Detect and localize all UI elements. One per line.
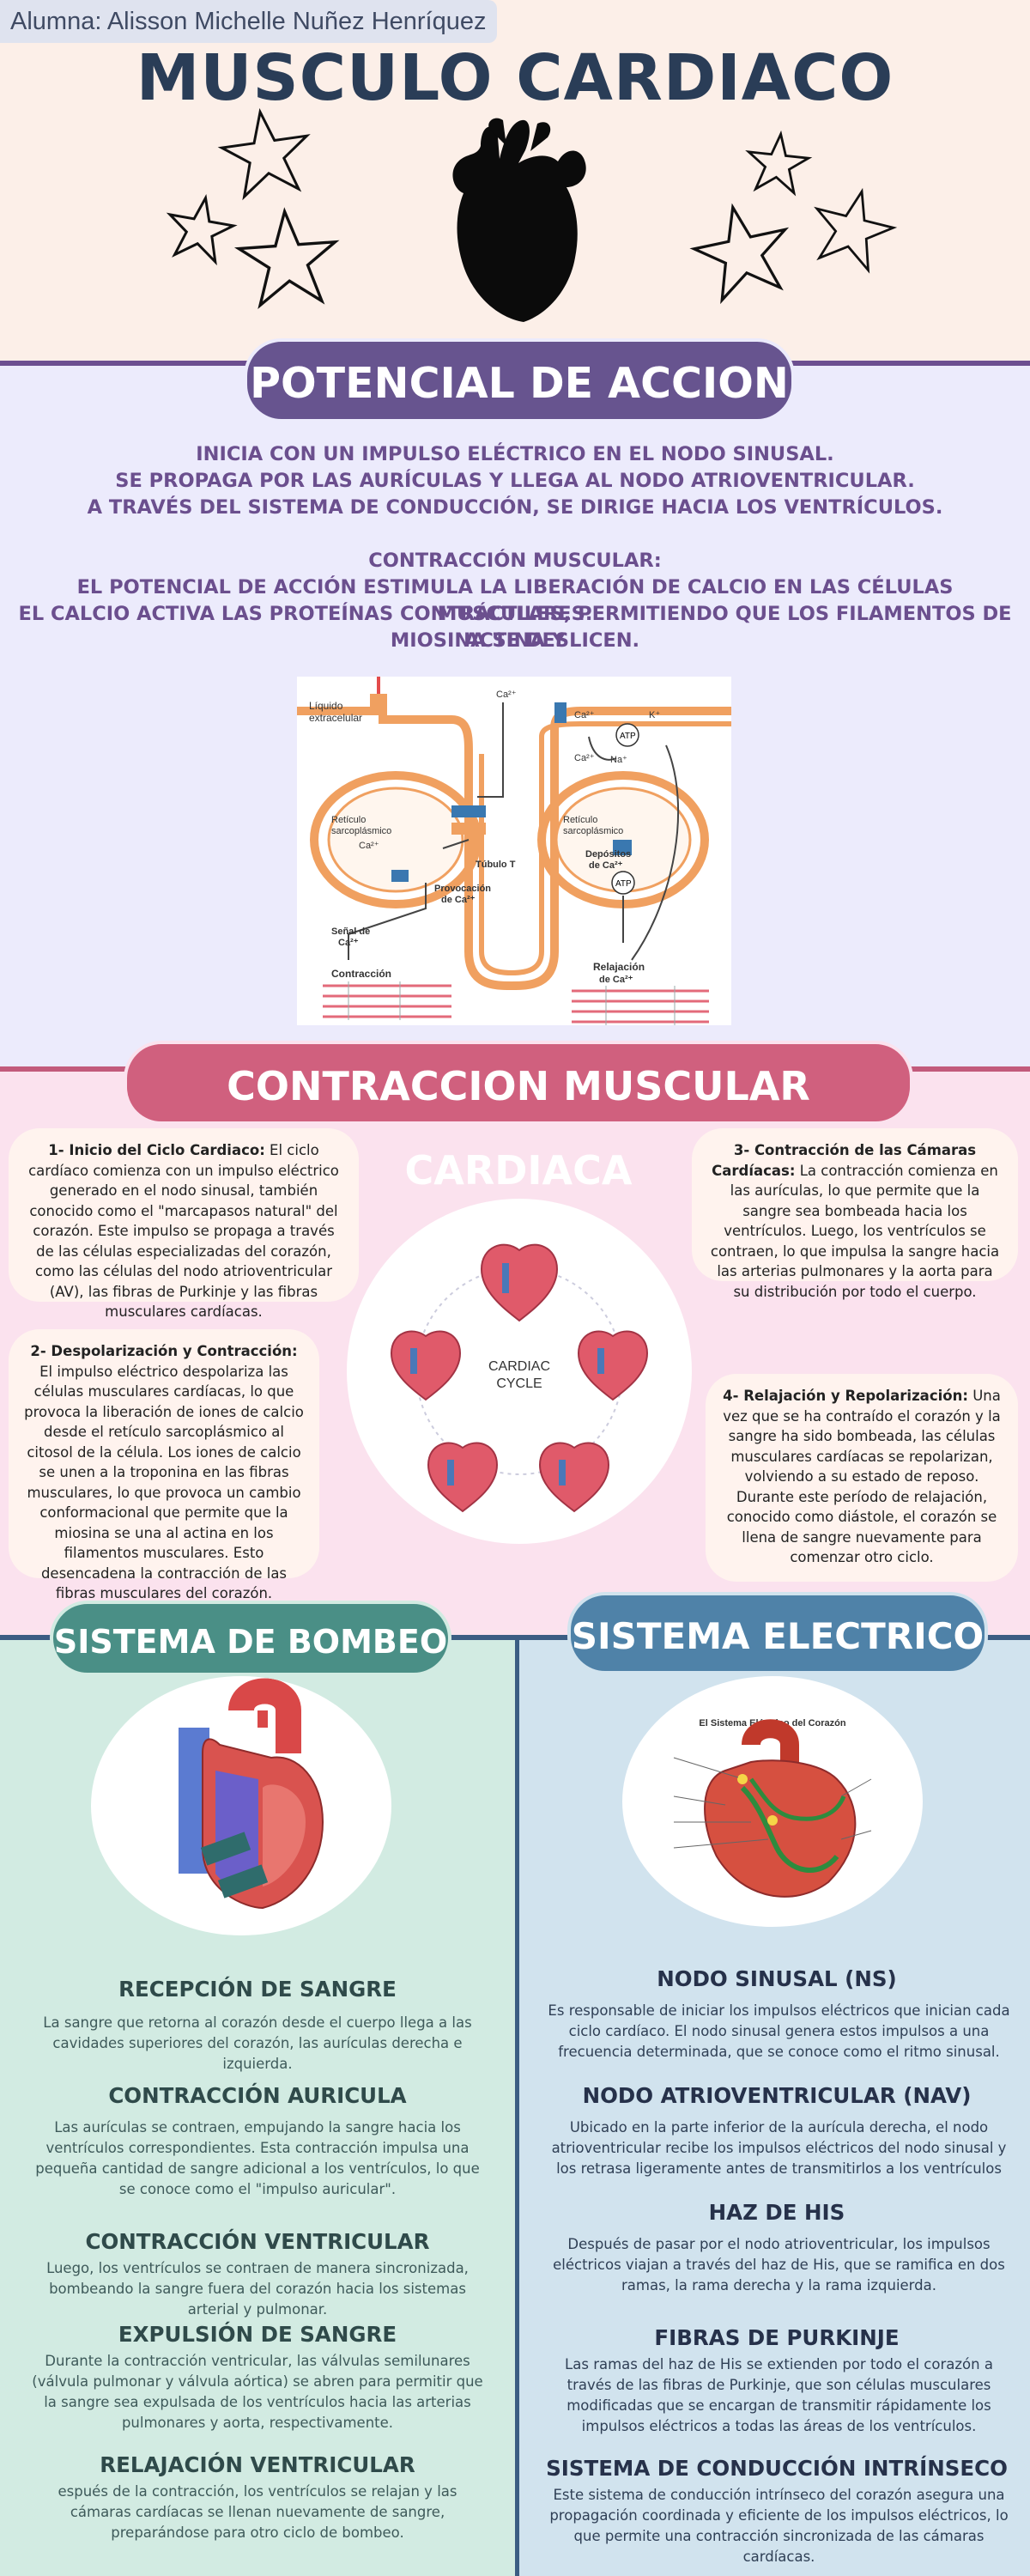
electrico-heading-4: FIBRAS DE PURKINJE (654, 2325, 900, 2350)
svg-text:sarcoplásmico: sarcoplásmico (563, 826, 623, 836)
star-outline-icon (166, 194, 238, 266)
accion-line-1: INICIA CON UN IMPULSO ELÉCTRICO EN EL NO… (196, 443, 834, 465)
heart-anatomy-image (91, 1676, 391, 1935)
page-title: MUSCULO CARDIACO (136, 41, 894, 115)
bombeo-heading-5: RELAJACIÓN VENTRICULAR (100, 2452, 415, 2477)
cycle-label-2: CYCLE (496, 1376, 542, 1391)
electrico-text-3: Después de pasar por el nodo atrioventri… (553, 2236, 1005, 2293)
svg-text:ATP: ATP (615, 879, 632, 889)
card-text: La contracción comienza en las aurículas… (710, 1162, 1000, 1300)
section-bombeo: SISTEMA DE BOMBEO RECEPCIÓN DE SANGRE La… (0, 1601, 515, 2576)
svg-text:Retículo: Retículo (331, 815, 366, 825)
header: Alumna: Alisson Michelle Nuñez Henríquez… (0, 0, 1030, 361)
bombeo-text-2: Las aurículas se contraen, empujando la … (35, 2119, 480, 2197)
svg-text:Señal de: Señal de (331, 927, 370, 937)
cardiac-cycle-diagram: CARDIAC CYCLE (347, 1199, 692, 1544)
electrico-text-1: Es responsable de iniciar los impulsos e… (548, 2002, 1010, 2060)
svg-text:de Ca²⁺: de Ca²⁺ (599, 975, 633, 985)
electrico-heading-3: HAZ DE HIS (708, 2200, 845, 2225)
star-outline-icon (689, 203, 790, 305)
bombeo-text-3: Luego, los ventrículos se contraen de ma… (46, 2260, 469, 2318)
electrico-text-2: Ubicado en la parte inferior de la auríc… (551, 2119, 1007, 2177)
bombeo-heading-3: CONTRACCIÓN VENTRICULAR (85, 2229, 430, 2254)
svg-text:Provocación: Provocación (434, 884, 491, 894)
calcium-cycle-diagram: ATP ATP Líquido extracelular Ca²⁺ Ca²⁺ K… (297, 677, 731, 1025)
cycle-card-1: 1- Inicio del Ciclo Cardiaco: El ciclo c… (9, 1128, 359, 1320)
svg-text:de Ca²⁺: de Ca²⁺ (589, 860, 623, 871)
cycle-card-3: 3- Contracción de las Cámaras Cardíacas:… (692, 1128, 1018, 1300)
svg-text:Ca²⁺: Ca²⁺ (574, 710, 595, 720)
electrico-heading-5: SISTEMA DE CONDUCCIÓN INTRÍNSECO (546, 2456, 1008, 2481)
bombeo-text-1: La sangre que retorna al corazón desde e… (43, 2014, 472, 2072)
bombeo-heading-2: CONTRACCIÓN AURICULA (108, 2083, 407, 2108)
section-contraccion: CONTRACCION MUSCULAR CARDIACA 1- Inicio … (0, 1041, 1030, 1635)
star-outline-icon (233, 207, 340, 310)
accion-line-3: A TRAVÉS DEL SISTEMA DE CONDUCCIÓN, SE D… (87, 496, 943, 519)
star-outline-icon (814, 187, 898, 274)
electrico-text-5: Este sistema de conducción intrínseco de… (549, 2487, 1009, 2565)
svg-text:sarcoplásmico: sarcoplásmico (331, 826, 391, 836)
heart-stage-icon (480, 1243, 559, 1322)
star-outline-icon (217, 107, 311, 201)
svg-text:Líquido: Líquido (309, 700, 343, 712)
electrico-heading-2: NODO ATRIOVENTRICULAR (NAV) (582, 2083, 972, 2108)
student-name: Alumna: Alisson Michelle Nuñez Henríquez (0, 0, 497, 43)
svg-text:Relajación: Relajación (593, 961, 645, 973)
bombeo-heading-4: EXPULSIÓN DE SANGRE (118, 2322, 397, 2347)
card-text: El ciclo cardíaco comienza con un impuls… (28, 1142, 339, 1320)
svg-text:extracelular: extracelular (309, 712, 362, 724)
card-text: Una vez que se ha contraído el corazón y… (723, 1388, 1001, 1565)
svg-text:K⁺: K⁺ (649, 710, 660, 720)
svg-text:Depósitos: Depósitos (585, 849, 631, 860)
heart-silhouette-icon (452, 118, 586, 322)
svg-text:Ca²⁺: Ca²⁺ (496, 690, 517, 700)
contraccion-heading: CONTRACCIÓN MUSCULAR: (368, 550, 662, 572)
card-text: El impulso eléctrico despolariza las cél… (24, 1363, 304, 1602)
card-heading: 4- Relajación y Repolarización: (723, 1388, 968, 1404)
cycle-card-2: 2- Despolarización y Contracción: El imp… (9, 1329, 319, 1601)
card-heading: 1- Inicio del Ciclo Cardiaco: (48, 1142, 265, 1158)
svg-text:Ca²⁺: Ca²⁺ (338, 938, 359, 948)
contraccion-line-1: EL POTENCIAL DE ACCIÓN ESTIMULA LA LIBER… (76, 576, 954, 625)
contraccion-line-3: MIOSINA SE DESLICEN. (390, 629, 640, 652)
bombeo-text-4: Durante la contracción ventricular, las … (32, 2353, 483, 2431)
card-heading: 3- Contracción de las Cámaras Cardíacas: (712, 1142, 977, 1179)
svg-text:Túbulo T: Túbulo T (476, 860, 516, 870)
svg-text:de Ca²⁺: de Ca²⁺ (441, 895, 476, 905)
card-heading: 2- Despolarización y Contracción: (30, 1343, 298, 1359)
star-outline-icon (745, 131, 813, 197)
svg-text:Contracción: Contracción (331, 968, 391, 980)
section-electrico: SISTEMA ELECTRICO El Sistema Eléctrico d… (515, 1592, 1030, 2576)
accion-line-2: SE PROPAGA POR LAS AURÍCULAS Y LLEGA AL … (115, 470, 915, 492)
section-title-electrico: SISTEMA ELECTRICO (567, 1592, 988, 1674)
electrico-text-4: Las ramas del haz de His se extienden po… (565, 2356, 993, 2434)
contraccion-line-2: EL CALCIO ACTIVA LAS PROTEÍNAS CONTRÁCTI… (18, 603, 1012, 652)
cycle-label-1: CARDIAC (488, 1359, 550, 1374)
section-title-bombeo: SISTEMA DE BOMBEO (50, 1601, 451, 1676)
bombeo-heading-1: RECEPCIÓN DE SANGRE (118, 1977, 397, 2002)
electrical-system-image: El Sistema Eléctrico del Corazón (622, 1676, 923, 1927)
atp-label: ATP (620, 732, 636, 741)
svg-text:Retículo: Retículo (563, 815, 597, 825)
cycle-card-4: 4- Relajación y Repolarización: Una vez … (706, 1374, 1018, 1582)
section-title-accion: POTENCIAL DE ACCION (244, 338, 795, 422)
svg-text:Ca²⁺: Ca²⁺ (359, 841, 379, 851)
electrico-heading-1: NODO SINUSAL (NS) (657, 1966, 897, 1991)
section-title-contraccion: CONTRACCION MUSCULAR CARDIACA (124, 1041, 913, 1194)
bombeo-text-5: espués de la contracción, los ventrículo… (58, 2483, 457, 2541)
svg-text:Na⁺: Na⁺ (610, 755, 627, 765)
section-potencial-accion: POTENCIAL DE ACCION INICIA CON UN IMPULS… (0, 338, 1030, 1066)
svg-text:Ca²⁺: Ca²⁺ (574, 753, 595, 763)
